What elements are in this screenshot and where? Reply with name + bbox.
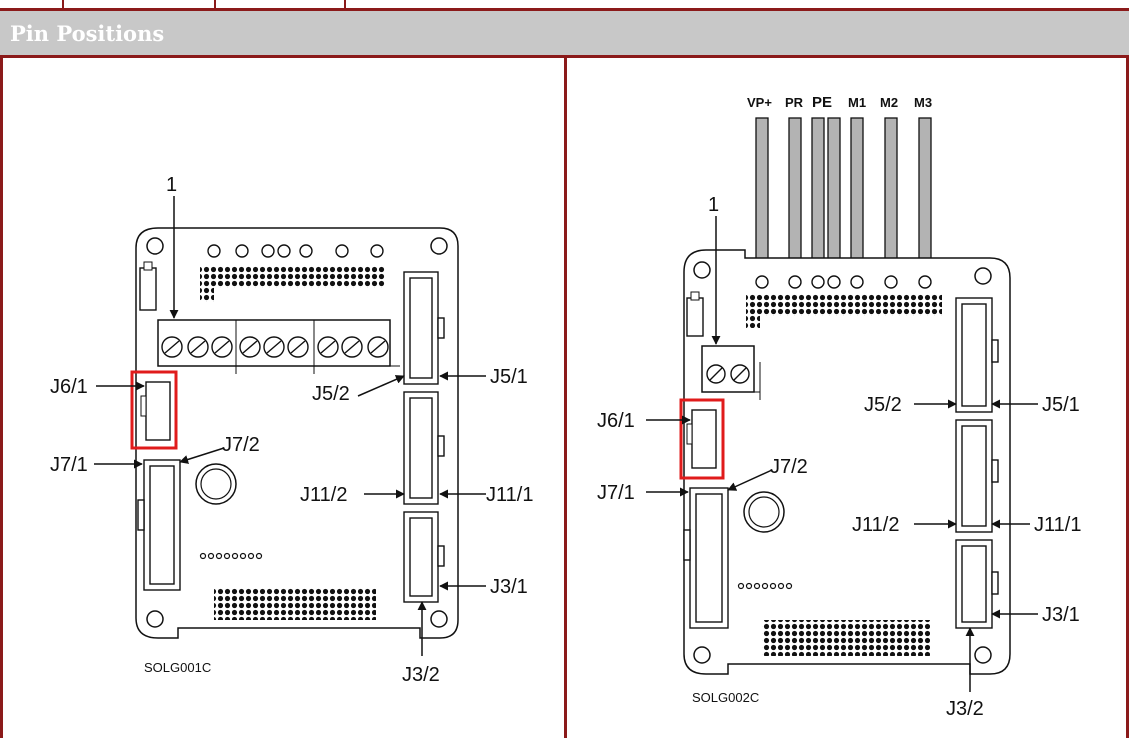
section-header: Pin Positions xyxy=(0,8,1129,58)
label-j7-1: J7/1 xyxy=(597,482,635,504)
board-diagram-right xyxy=(646,117,1038,692)
pointer-label: 1 xyxy=(708,194,719,216)
label-j11-2: J11/2 xyxy=(300,484,347,506)
label-j5-2: J5/2 xyxy=(864,394,902,416)
label-j5-1: J5/1 xyxy=(490,366,528,388)
drawing-code: SOLG002C xyxy=(692,690,759,705)
label-j11-2: J11/2 xyxy=(852,514,899,536)
label-j11-1: J11/1 xyxy=(486,484,533,506)
table-rule xyxy=(214,0,216,8)
pin-label-m2: M2 xyxy=(880,95,898,110)
label-j3-1: J3/1 xyxy=(490,576,528,598)
label-j3-2: J3/2 xyxy=(946,698,984,720)
table-rule xyxy=(0,58,3,738)
pin-label-pe: PE xyxy=(812,94,832,111)
label-j5-1: J5/1 xyxy=(1042,394,1080,416)
label-j7-2: J7/2 xyxy=(222,434,260,456)
section-title: Pin Positions xyxy=(10,21,165,46)
pin-label-m1: M1 xyxy=(848,95,866,110)
label-j11-1: J11/1 xyxy=(1034,514,1081,536)
label-j5-2: J5/2 xyxy=(312,383,350,405)
label-j3-2: J3/2 xyxy=(402,664,440,686)
table-rule xyxy=(62,0,64,8)
table-rule xyxy=(564,58,567,738)
label-j3-1: J3/1 xyxy=(1042,604,1080,626)
label-j7-1: J7/1 xyxy=(50,454,88,476)
drawing-code: SOLG001C xyxy=(144,660,211,675)
board-labels-left: 1 J6/1 J7/1 J7/2 J5/1 J5/2 J11/1 J11/2 J… xyxy=(50,174,533,686)
pin-label-pr: PR xyxy=(785,95,804,110)
label-j7-2: J7/2 xyxy=(770,456,808,478)
table-rule xyxy=(344,0,346,8)
board-labels-right: VP+ PR PE M1 M2 M3 1 J6/1 J7/1 J7/2 J5/1… xyxy=(597,94,1081,720)
label-j6-1: J6/1 xyxy=(597,410,635,432)
label-j6-1: J6/1 xyxy=(50,376,88,398)
pin-label-vp: VP+ xyxy=(747,95,772,110)
pointer-label: 1 xyxy=(166,174,177,196)
board-diagram-left xyxy=(94,196,486,656)
pin-label-m3: M3 xyxy=(914,95,932,110)
table-rule xyxy=(1126,58,1129,738)
